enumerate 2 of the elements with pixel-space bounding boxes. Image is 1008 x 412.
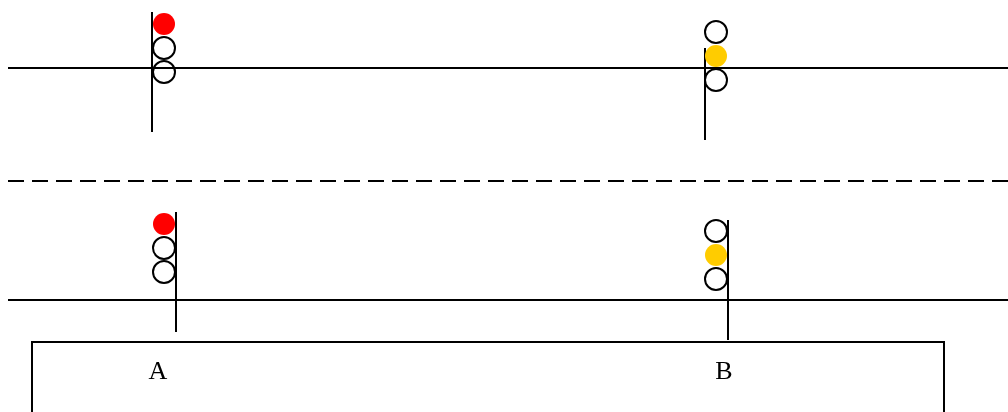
point-label: B xyxy=(715,356,733,386)
point-label: A xyxy=(148,356,168,386)
